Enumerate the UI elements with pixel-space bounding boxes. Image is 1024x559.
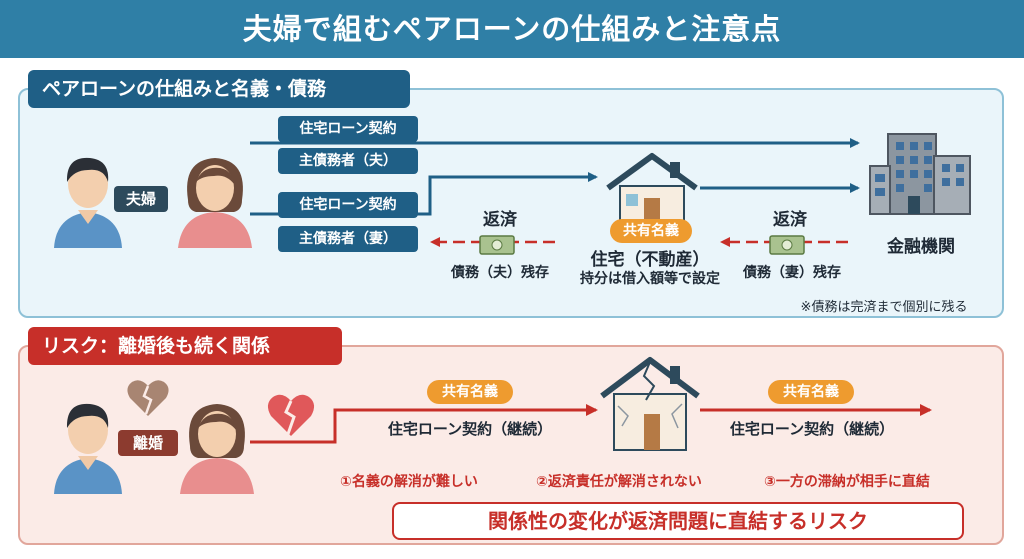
debt-right-label: 債務（妻）残存 bbox=[743, 265, 841, 281]
house-label: 住宅（不動産） bbox=[590, 250, 710, 270]
contract-continue-right: 住宅ローン契約（継続） bbox=[729, 420, 895, 438]
risk-item-1: ①名義の解消が難しい bbox=[340, 474, 478, 490]
debtor-1-label: 主債務者（夫） bbox=[278, 148, 418, 174]
house-icon bbox=[606, 153, 698, 223]
joint-ownership-tag: 共有名義 bbox=[610, 219, 692, 243]
mechanism-panel bbox=[18, 88, 1004, 318]
section-heading-mechanism: ペアローンの仕組みと名義・債務 bbox=[28, 70, 410, 108]
repay-right-label: 返済 bbox=[773, 210, 807, 230]
risk-item-3: ③一方の滞納が相手に直結 bbox=[764, 474, 930, 490]
section-heading-risk: リスク：離婚後も続く関係 bbox=[28, 327, 342, 365]
title-bar bbox=[0, 0, 1024, 58]
footnote: ※債務は完済まで個別に残る bbox=[800, 300, 968, 315]
risk-item-2: ②返済責任が解消されない bbox=[536, 474, 702, 490]
husband-icon bbox=[54, 157, 122, 248]
joint-ownership-tag-right: 共有名義 bbox=[768, 380, 854, 404]
joint-ownership-tag-left: 共有名義 bbox=[427, 380, 513, 404]
divorce-label: 離婚 bbox=[118, 430, 178, 456]
risk-summary-box: 関係性の変化が返済問題に直結するリスク bbox=[392, 502, 964, 540]
broken-heart-icon bbox=[267, 394, 315, 436]
money-bill-icon bbox=[769, 235, 805, 255]
contract-1-label: 住宅ローン契約 bbox=[278, 116, 418, 142]
wife-icon bbox=[178, 158, 252, 248]
wife-icon bbox=[180, 404, 254, 494]
couple-label: 夫婦 bbox=[114, 186, 168, 212]
broken-heart-icon bbox=[127, 380, 169, 416]
repay-left-label: 返済 bbox=[483, 210, 517, 230]
debtor-2-label: 主債務者（妻） bbox=[278, 226, 418, 252]
bank-building-icon bbox=[869, 133, 971, 215]
contract-continue-left: 住宅ローン契約（継続） bbox=[387, 420, 553, 438]
bank-label: 金融機関 bbox=[887, 237, 955, 257]
share-note: 持分は借入額等で設定 bbox=[580, 271, 720, 287]
cracked-house-icon bbox=[600, 357, 700, 451]
contract-2-label: 住宅ローン契約 bbox=[278, 192, 418, 218]
page-title: 夫婦で組むペアローンの仕組みと注意点 bbox=[242, 12, 782, 46]
money-bill-icon bbox=[479, 235, 515, 255]
husband-icon bbox=[54, 403, 122, 494]
debt-left-label: 債務（夫）残存 bbox=[451, 265, 549, 281]
